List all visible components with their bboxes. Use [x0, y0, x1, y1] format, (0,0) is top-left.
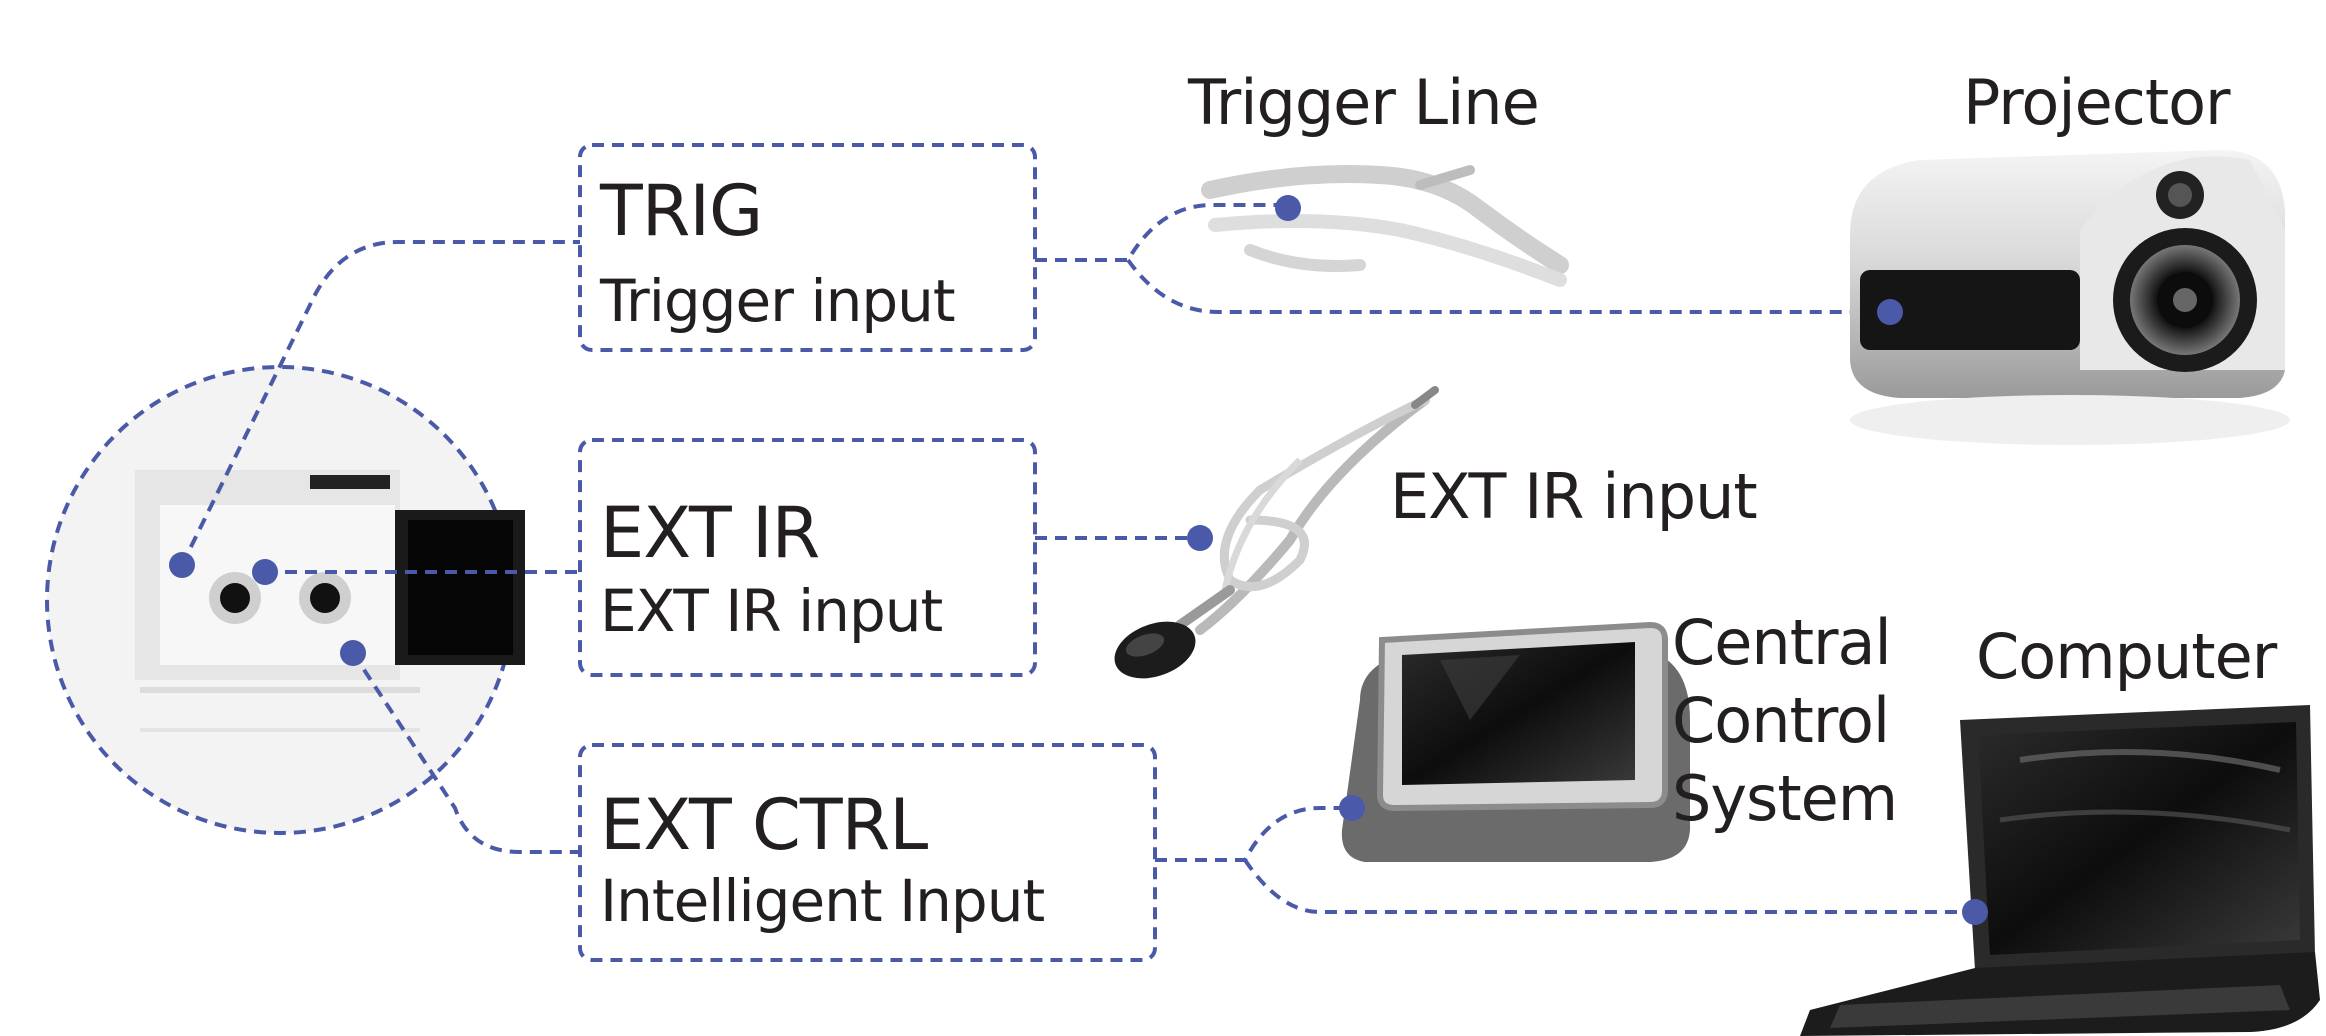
- central-control-label-line2: Control: [1672, 684, 1890, 757]
- ext-ctrl-title: EXT CTRL: [600, 784, 928, 866]
- connector-lines: [180, 203, 1975, 914]
- ext-ctrl-subtitle: Intelligent Input: [600, 867, 1045, 935]
- connector-dots: [169, 195, 1988, 925]
- ext-ir-title: EXT IR: [600, 492, 820, 574]
- computer-label: Computer: [1976, 620, 2277, 693]
- central-control-label-line1: Central: [1672, 606, 1892, 679]
- ext-ir-receiver-image: [1114, 386, 1439, 679]
- trigger-line-label: Trigger Line: [1188, 66, 1540, 139]
- central-control-label-line3: System: [1672, 762, 1898, 835]
- projector-label: Projector: [1963, 66, 2231, 139]
- trigger-line-image: [1201, 165, 1569, 287]
- projector-image: [1850, 150, 2290, 445]
- computer-image: [1800, 705, 2320, 1036]
- ext-ir-subtitle: EXT IR input: [600, 577, 943, 645]
- central-control-system-image: [1341, 621, 1690, 862]
- panel-closeup: [45, 365, 525, 835]
- trig-title: TRIG: [600, 170, 763, 252]
- trig-subtitle: Trigger input: [600, 267, 956, 335]
- ext-ir-input-label: EXT IR input: [1390, 460, 1758, 533]
- trig-box: [578, 143, 1037, 352]
